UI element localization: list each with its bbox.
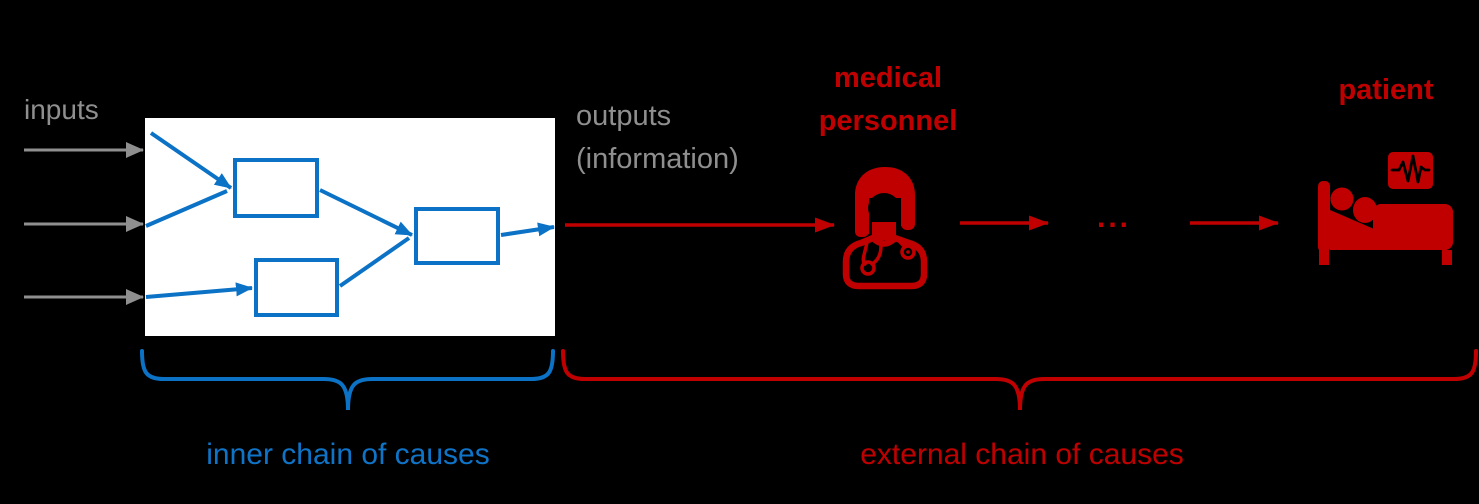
ecg-trace (1390, 154, 1431, 184)
inner-system-arrows (145, 131, 555, 299)
outputs-label: outputs (information) (576, 100, 739, 175)
stethoscope-bell (860, 260, 876, 276)
input-arrows (24, 142, 144, 305)
bed-headboard (1318, 181, 1330, 252)
process-box-3 (414, 207, 500, 265)
external-chain-brace (561, 349, 1478, 411)
external-chain-arrows (565, 215, 1279, 233)
inner-arrow-box2-to-box3 (338, 236, 411, 288)
doctor-neck (872, 222, 896, 240)
stethoscope-tube-right (870, 244, 883, 266)
external-chain-label: external chain of causes (860, 438, 1184, 471)
inner-arrow-box1-to-box3 (319, 188, 413, 237)
medical-personnel-label: medical personnel (818, 62, 958, 137)
stethoscope-drum (900, 244, 916, 260)
inner-arrow-to-box1-a (149, 131, 233, 190)
patient-shoulder (1353, 197, 1377, 223)
bed-mattress (1330, 210, 1381, 250)
patient-head (1330, 187, 1354, 211)
inner-arrow-to-box1-b (145, 189, 228, 228)
doctor-face (868, 193, 900, 223)
doctor-hair-left-lock (855, 192, 869, 237)
patient-label: patient (1338, 74, 1434, 106)
ellipsis-label: ... (1096, 201, 1131, 234)
inner-chain-brace (140, 349, 555, 411)
inner-arrow-to-box2 (145, 282, 253, 299)
bed-leg-left (1319, 250, 1329, 265)
bed-leg-right (1442, 250, 1452, 265)
process-box-2 (254, 258, 339, 317)
patient-icon (1318, 152, 1453, 265)
doctor-fringe (863, 176, 911, 206)
stethoscope-drum-center (906, 250, 910, 254)
output-arrow-blue (500, 222, 555, 237)
medical-personnel-icon (842, 167, 928, 290)
bed-blanket (1373, 204, 1453, 250)
doctor-coat (842, 234, 928, 290)
process-box-1 (233, 158, 319, 218)
inputs-label: inputs (24, 94, 99, 125)
doctor-hair-right-lock (901, 190, 915, 230)
inner-chain-label: inner chain of causes (206, 438, 490, 471)
